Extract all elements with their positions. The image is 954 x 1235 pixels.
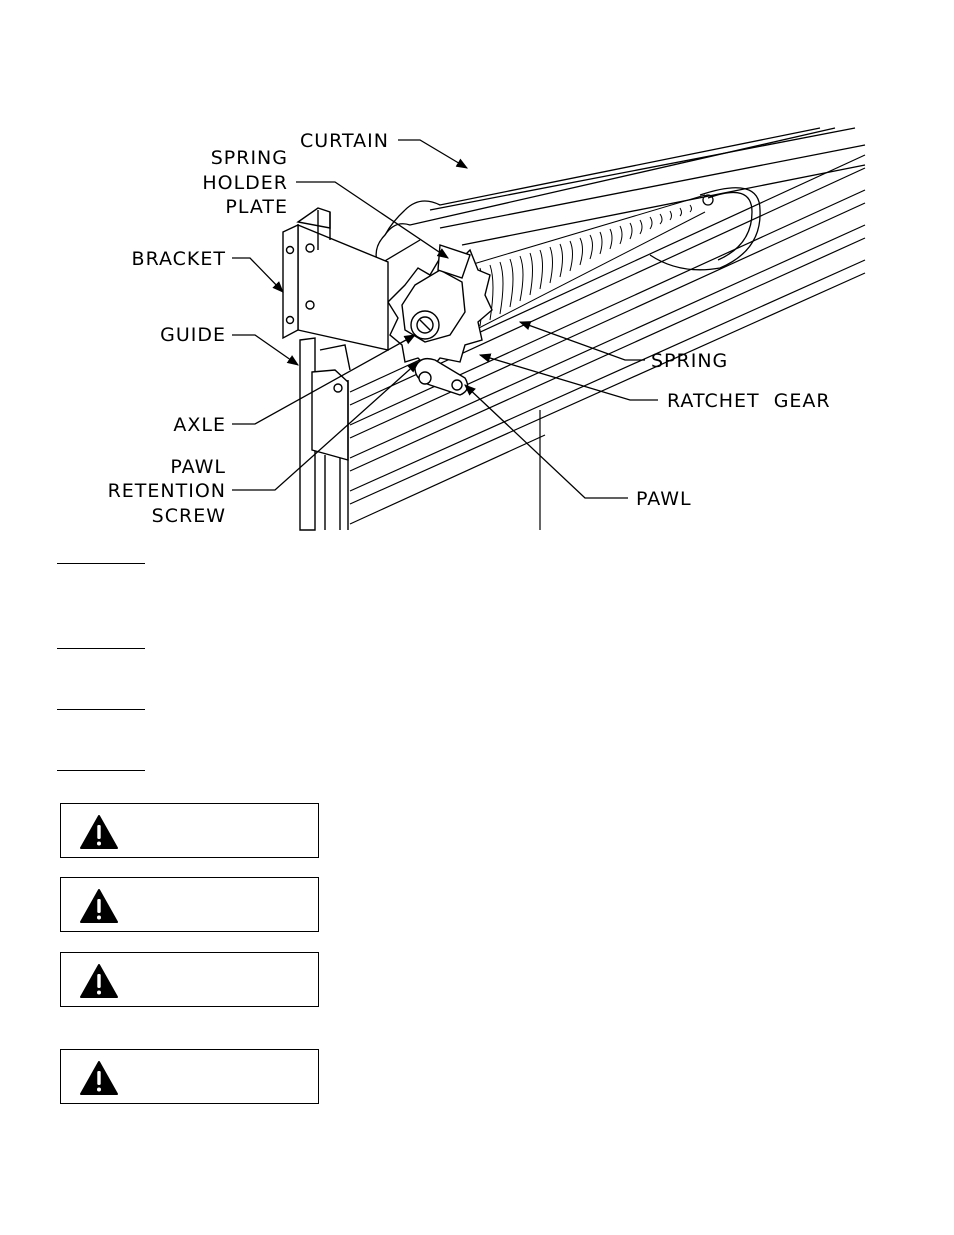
- bracket-plate: [282, 207, 389, 351]
- label-spring-holder-plate-3: PLATE: [225, 196, 288, 218]
- door-assembly-diagram: CURTAIN SPRING HOLDER PLATE BRACKET GUID…: [108, 127, 866, 531]
- warning-box-2: [60, 877, 319, 932]
- warning-triangle-icon: [80, 815, 118, 849]
- pawl-part: [414, 357, 469, 396]
- leader-lines: [232, 139, 658, 499]
- ratchet-gear-assembly: [387, 244, 493, 372]
- warning-box-4: [60, 1049, 319, 1104]
- label-spring-holder-plate-2: HOLDER: [202, 172, 288, 194]
- step-heading-rule-4: [57, 770, 145, 771]
- label-curtain: CURTAIN: [300, 130, 389, 152]
- label-ratchet-gear: RATCHET GEAR: [667, 390, 831, 412]
- label-spring: SPRING: [651, 350, 728, 372]
- warning-box-1: [60, 803, 319, 858]
- drum-end-disc: [649, 187, 761, 271]
- guide-channel: [299, 337, 351, 531]
- step-heading-rule-2: [57, 648, 145, 649]
- label-guide: GUIDE: [160, 324, 226, 346]
- label-pawl-retention-screw-3: SCREW: [152, 505, 226, 527]
- curtain-roll: [375, 127, 866, 266]
- step-heading-rule-3: [57, 709, 145, 710]
- step-heading-rule-1: [57, 563, 145, 564]
- warning-box-3: [60, 952, 319, 1007]
- label-pawl-retention-screw-2: RETENTION: [108, 480, 226, 502]
- label-pawl: PAWL: [636, 488, 692, 510]
- label-axle: AXLE: [173, 414, 226, 436]
- torsion-spring: [469, 194, 706, 331]
- warning-triangle-icon: [80, 1061, 118, 1095]
- warning-triangle-icon: [80, 964, 118, 998]
- label-pawl-retention-screw-1: PAWL: [170, 456, 226, 478]
- label-spring-holder-plate-1: SPRING: [211, 147, 288, 169]
- warning-triangle-icon: [80, 889, 118, 923]
- label-bracket: BRACKET: [132, 248, 226, 270]
